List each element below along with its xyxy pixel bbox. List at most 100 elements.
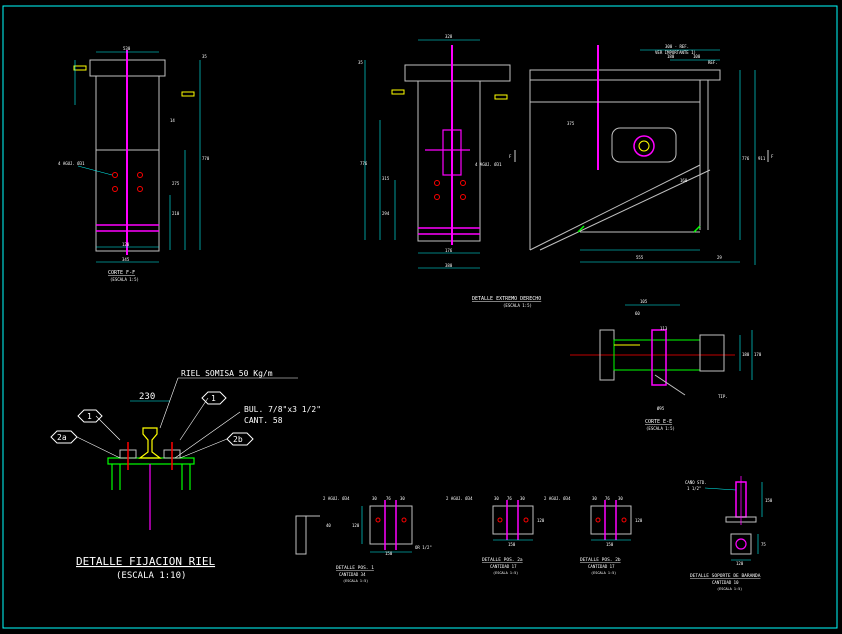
svg-text:375: 375 [567, 121, 575, 126]
svg-text:100: 100 [693, 54, 701, 59]
svg-text:210: 210 [172, 211, 180, 216]
svg-text:380: 380 [445, 263, 453, 268]
svg-text:4 AGUJ. Ø31: 4 AGUJ. Ø31 [475, 162, 502, 167]
svg-text:2 AGUJ. Ø34: 2 AGUJ. Ø34 [323, 496, 350, 501]
svg-text:150: 150 [385, 551, 393, 556]
svg-text:(ESCALA 1:5): (ESCALA 1:5) [503, 303, 532, 308]
svg-text:(ESCALA 1:5): (ESCALA 1:5) [591, 571, 616, 575]
svg-text:105: 105 [640, 299, 648, 304]
svg-text:75: 75 [761, 542, 766, 547]
svg-text:TIP.: TIP. [718, 394, 728, 399]
svg-text:2a: 2a [57, 433, 67, 442]
svg-text:35: 35 [202, 54, 207, 59]
svg-text:CAÑO STD.: CAÑO STD. [685, 480, 707, 485]
svg-text:35: 35 [358, 60, 363, 65]
svg-text:275: 275 [172, 181, 180, 186]
svg-text:76: 76 [605, 496, 610, 501]
svg-text:120: 120 [537, 518, 545, 523]
svg-text:Ø95: Ø95 [657, 406, 665, 411]
rail-width-dim: 230 [139, 392, 155, 402]
svg-text:DETALLE POS. 2b: DETALLE POS. 2b [580, 557, 621, 563]
svg-text:76: 76 [386, 496, 391, 501]
svg-text:CANTIDAD 17: CANTIDAD 17 [588, 564, 615, 569]
svg-text:776: 776 [742, 156, 750, 161]
svg-text:530: 530 [123, 46, 131, 51]
svg-text:30: 30 [494, 496, 499, 501]
svg-text:CANTIDAD 10: CANTIDAD 10 [712, 580, 739, 585]
svg-text:(ESCALA 1:5): (ESCALA 1:5) [493, 571, 518, 575]
section-marker-right: F [771, 154, 774, 159]
svg-text:(ESCALA 1:5): (ESCALA 1:5) [110, 277, 139, 282]
svg-text:DETALLE POS. 2a: DETALLE POS. 2a [482, 557, 523, 563]
rail-label: RIEL SOMISA 50 Kg/m [181, 369, 273, 378]
svg-text:555: 555 [636, 255, 644, 260]
svg-text:1: 1 [211, 394, 216, 403]
svg-text:1 1/2": 1 1/2" [687, 486, 701, 491]
svg-text:150: 150 [765, 498, 773, 503]
svg-text:113: 113 [660, 326, 668, 331]
view-soporte-baranda: CAÑO STD. 1 1/2" 150 120 75 DETALLE SOPO… [685, 476, 773, 591]
view-corte-ee: 105 60 113 180 170 Ø95 TIP. CORTE E-E (E… [570, 299, 762, 431]
svg-text:150: 150 [508, 542, 516, 547]
svg-text:170: 170 [754, 352, 762, 357]
svg-text:29: 29 [717, 255, 722, 260]
view-corte-ff: 530 35 14 275 210 120 345 770 4 AGUJ. Ø3… [58, 46, 210, 282]
svg-text:30: 30 [520, 496, 525, 501]
svg-text:315: 315 [382, 176, 390, 181]
svg-text:1: 1 [87, 412, 92, 421]
view-pos-2a: 2 AGUJ. Ø34 30 76 30 150 120 DETALLE POS… [446, 496, 545, 575]
bolt-label: BUL. 7/8"x3 1/2" [244, 405, 321, 414]
svg-text:180: 180 [667, 54, 675, 59]
view-fijacion-riel: 230 RIEL SOMISA 50 Kg/m BUL. 7/8"x3 1/2"… [50, 369, 321, 581]
svg-text:120: 120 [635, 518, 643, 523]
svg-text:14: 14 [170, 118, 175, 123]
main-scale: (ESCALA 1:10) [116, 571, 186, 581]
svg-text:2b: 2b [233, 435, 243, 444]
corte-ee-title: CORTE E-E [645, 419, 672, 425]
svg-text:2 AGUJ. Ø34: 2 AGUJ. Ø34 [544, 496, 571, 501]
svg-text:DETALLE SOPORTE DE BARANDA: DETALLE SOPORTE DE BARANDA [690, 573, 761, 579]
svg-text:30: 30 [618, 496, 623, 501]
svg-text:300 - REF.: 300 - REF. [665, 44, 689, 49]
svg-text:(ESCALA 1:5): (ESCALA 1:5) [646, 426, 675, 431]
svg-text:40: 40 [326, 523, 331, 528]
svg-text:REF.: REF. [708, 60, 718, 65]
main-title: DETALLE FIJACION RIEL [76, 555, 215, 568]
svg-text:160: 160 [680, 178, 688, 183]
svg-text:770: 770 [202, 156, 210, 161]
svg-text:120: 120 [736, 561, 744, 566]
svg-text:328: 328 [445, 34, 453, 39]
svg-text:150: 150 [606, 542, 614, 547]
svg-text:(ESCALA 1:5): (ESCALA 1:5) [717, 587, 742, 591]
bolt-qty: CANT. 58 [244, 416, 283, 425]
svg-text:180: 180 [742, 352, 750, 357]
svg-text:OR 1/2": OR 1/2" [415, 545, 432, 550]
svg-text:60: 60 [635, 311, 640, 316]
svg-text:120: 120 [122, 242, 130, 247]
svg-text:CANTIDAD 17: CANTIDAD 17 [490, 564, 517, 569]
svg-text:911: 911 [758, 156, 766, 161]
view-pos-2b: 2 AGUJ. Ø34 30 76 30 150 120 DETALLE POS… [544, 496, 643, 575]
svg-text:176: 176 [445, 248, 453, 253]
section-marker-left: F [509, 154, 512, 159]
svg-text:2 AGUJ. Ø34: 2 AGUJ. Ø34 [446, 496, 473, 501]
view-detalle-extremo: 300 - REF. VER IMPORTANTE 1) REF. 180 10… [472, 44, 774, 308]
svg-text:345: 345 [122, 257, 130, 262]
svg-text:CANTIDAD 34: CANTIDAD 34 [339, 572, 366, 577]
svg-text:76: 76 [507, 496, 512, 501]
view-corte-mid: 328 35 776 315 294 176 380 4 AGUJ. Ø31 [358, 34, 511, 269]
svg-text:30: 30 [400, 496, 405, 501]
svg-text:4 AGUJ. Ø31: 4 AGUJ. Ø31 [58, 161, 85, 166]
svg-text:120: 120 [352, 523, 360, 528]
detalle-extremo-title: DETALLE EXTREMO DERECHO [472, 296, 541, 302]
view-pos-1: 2 AGUJ. Ø34 30 76 30 150 120 40 OR 1/2" … [295, 496, 432, 583]
svg-text:776: 776 [360, 161, 368, 166]
svg-text:DETALLE POS. 1: DETALLE POS. 1 [336, 565, 374, 571]
svg-text:30: 30 [372, 496, 377, 501]
svg-text:294: 294 [382, 211, 390, 216]
svg-text:30: 30 [592, 496, 597, 501]
svg-text:(ESCALA 1:5): (ESCALA 1:5) [343, 579, 368, 583]
svg-text:VER IMPORTANTE 1): VER IMPORTANTE 1) [655, 50, 696, 55]
